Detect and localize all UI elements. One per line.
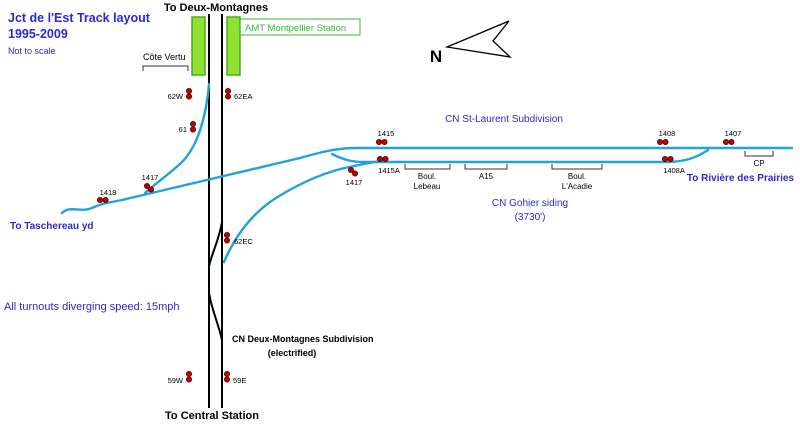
crossing-label: L'Acadie xyxy=(562,182,593,191)
signals-layer: 62W 62EA 61 1417 1418 1415 1415A 1417 62EC 59W 59E… xyxy=(97,88,741,385)
signal-62W: 62W xyxy=(168,88,192,101)
signal-label: 1415A xyxy=(378,166,400,175)
signal-lamp-icon xyxy=(224,88,231,95)
crossing-label: Boul. xyxy=(418,172,436,181)
signal-lamp-icon xyxy=(381,138,388,145)
crossing-boul-lebeau: Boul. Lebeau xyxy=(404,164,451,191)
crossing-bracket xyxy=(404,164,451,170)
track-gohier-siding xyxy=(330,148,710,164)
gohier-siding-length: (3730') xyxy=(515,212,546,223)
signal-62EA: 62EA xyxy=(224,88,252,101)
track-south-connection xyxy=(222,159,388,264)
signal-lamp-icon xyxy=(189,126,196,133)
deux-montagnes-subdivision-label: CN Deux-Montagnes Subdivision xyxy=(232,334,374,344)
signal-1415: 1415 xyxy=(375,129,395,145)
signal-label: 61 xyxy=(179,125,187,134)
to-deux-montagnes-label: To Deux-Montagnes xyxy=(164,2,268,14)
track-wye-north-connection xyxy=(143,82,211,195)
signal-lamp-icon xyxy=(662,155,669,162)
deux-montagnes-electrified-label: (electrified) xyxy=(268,348,317,358)
signal-label: 59E xyxy=(233,376,246,385)
signal-1407: 1407 xyxy=(723,129,741,145)
signal-lamp-icon xyxy=(382,155,389,162)
crossing-a15: A15 xyxy=(464,164,508,181)
signal-lamp-icon xyxy=(147,186,154,193)
signal-1408A: 1408A xyxy=(662,155,685,175)
signal-lamp-icon xyxy=(347,166,354,173)
crossover-upper xyxy=(208,221,223,267)
track-st-laurent-main xyxy=(60,146,794,215)
signal-lamp-icon xyxy=(185,370,192,377)
signal-lamp-icon xyxy=(375,138,382,145)
signal-1417: 1417 xyxy=(142,173,159,193)
signal-61: 61 xyxy=(179,121,196,134)
to-taschereau-label: To Taschereau yd xyxy=(10,221,94,232)
signal-1417: 1417 xyxy=(346,166,363,187)
signal-lamp-icon xyxy=(223,231,230,238)
signal-label: 1417 xyxy=(346,178,363,187)
signal-lamp-icon xyxy=(185,93,192,100)
signal-lamp-icon xyxy=(185,88,192,95)
signal-label: 1407 xyxy=(725,129,742,138)
signal-lamp-icon xyxy=(102,196,109,203)
signal-59W: 59W xyxy=(168,370,192,385)
signal-label: 1418 xyxy=(100,188,117,197)
signal-label: 62W xyxy=(168,92,184,101)
to-riviere-label: To Rivière des Prairies xyxy=(687,173,795,184)
signal-lamp-icon xyxy=(723,138,730,145)
signal-label: 59W xyxy=(168,376,184,385)
station-platform-west xyxy=(191,16,206,76)
crossing-label: A15 xyxy=(479,172,494,181)
signal-label: 62EC xyxy=(234,237,253,246)
signal-lamp-icon xyxy=(223,376,230,383)
signal-lamp-icon xyxy=(728,138,735,145)
crossover-lower xyxy=(208,292,223,341)
st-laurent-subdivision-label: CN St-Laurent Subdivision xyxy=(445,114,563,125)
cote-vertu-bracket xyxy=(142,65,189,71)
north-arrow-icon xyxy=(444,20,512,58)
title-line2: 1995-2009 xyxy=(8,27,68,41)
crossing-bracket xyxy=(464,164,508,170)
crossing-label: Lebeau xyxy=(414,182,441,191)
cote-vertu-label: Côte Vertu xyxy=(143,52,186,62)
signal-lamp-icon xyxy=(662,138,669,145)
signal-62EC: 62EC xyxy=(223,231,253,246)
turnouts-speed-note: All turnouts diverging speed: 15mph xyxy=(4,301,180,313)
gohier-siding-label: CN Gohier siding xyxy=(492,198,568,209)
signal-label: 1415 xyxy=(378,129,395,138)
signal-lamp-icon xyxy=(189,121,196,128)
amt-station-label-box xyxy=(239,18,361,36)
signal-label: 1408 xyxy=(659,129,676,138)
station-platform-east xyxy=(226,16,241,76)
north-label: N xyxy=(430,47,442,66)
signal-lamp-icon xyxy=(376,155,383,162)
signal-lamp-icon xyxy=(143,182,150,189)
cp-bracket xyxy=(744,151,774,157)
signal-lamp-icon xyxy=(223,370,230,377)
signal-lamp-icon xyxy=(223,237,230,244)
title-note: Not to scale xyxy=(8,46,56,56)
to-central-station-label: To Central Station xyxy=(165,410,259,422)
signal-59E: 59E xyxy=(223,370,246,385)
signal-1418: 1418 xyxy=(97,188,116,203)
signal-lamp-icon xyxy=(185,376,192,383)
signal-lamp-icon xyxy=(351,170,358,177)
signal-1415A: 1415A xyxy=(376,155,400,175)
amt-station-label: AMT Montpellier Station xyxy=(245,23,346,34)
signal-label: 62EA xyxy=(234,92,252,101)
title-line1: Jct de l'Est Track layout xyxy=(8,11,151,25)
signal-label: 1408A xyxy=(663,166,685,175)
signal-lamp-icon xyxy=(657,138,664,145)
signal-lamp-icon xyxy=(667,155,674,162)
signal-lamp-icon xyxy=(224,93,231,100)
signal-label: 1417 xyxy=(142,173,159,182)
cp-label: CP xyxy=(753,159,764,168)
crossing-label: Boul. xyxy=(568,172,586,181)
signal-1408: 1408 xyxy=(657,129,675,145)
crossing-boul-lacadie: Boul. L'Acadie xyxy=(551,164,603,191)
signal-lamp-icon xyxy=(97,196,104,203)
crossing-bracket xyxy=(551,164,603,170)
